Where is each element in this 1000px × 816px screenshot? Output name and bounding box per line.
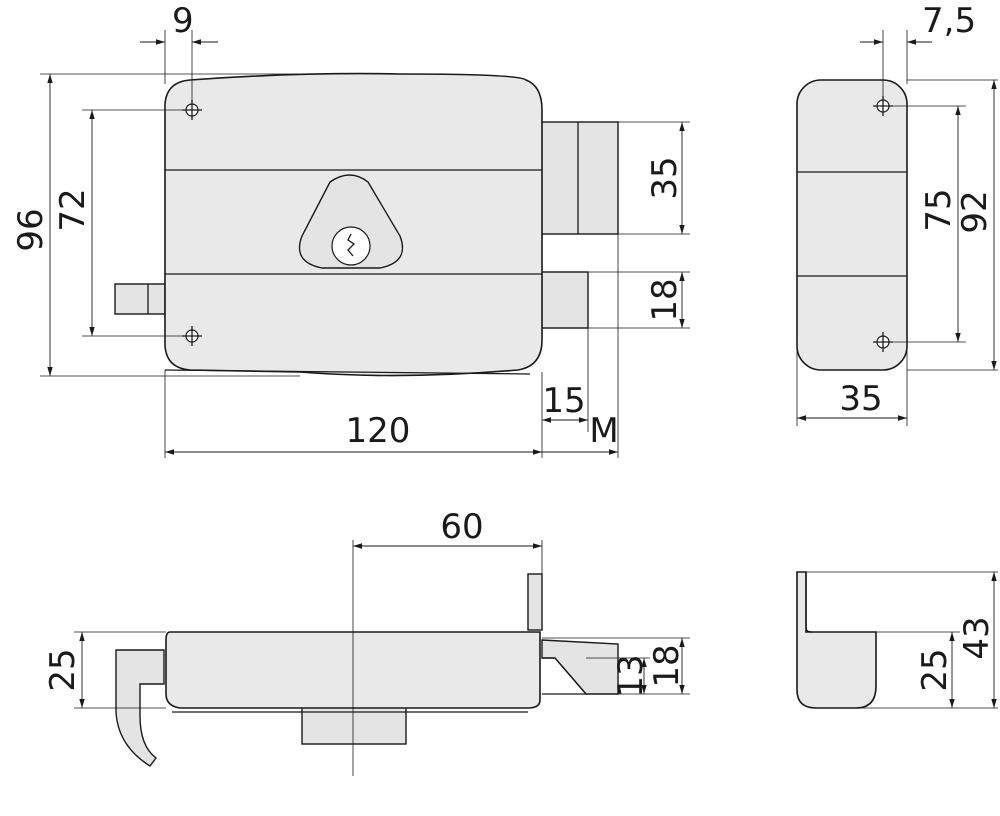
dim-latch-height: 18 xyxy=(645,278,685,321)
dim-bolt-height: 35 xyxy=(645,156,685,199)
side-view: 7,5 75 92 35 xyxy=(796,1,998,426)
dim-bolt-13: 13 xyxy=(611,654,651,697)
dim-latch-m: M xyxy=(589,411,618,451)
dim-side-hole-spacing: 75 xyxy=(919,188,959,231)
dim-end-body-height: 25 xyxy=(915,648,955,691)
lock-body-side xyxy=(796,79,908,371)
dim-side-hole-offset: 7,5 xyxy=(922,1,976,41)
dim-bolt-18: 18 xyxy=(647,644,687,687)
dim-side-total-height: 92 xyxy=(955,190,995,233)
lock-body-end xyxy=(796,571,877,709)
bolt-slide-top xyxy=(541,639,619,695)
dim-end-total-height: 43 xyxy=(957,616,997,659)
dim-total-height: 96 xyxy=(11,208,51,251)
key-escutcheon xyxy=(298,174,404,269)
dim-front-width: 120 xyxy=(346,411,411,451)
top-view: 60 25 13 18 xyxy=(43,507,690,776)
dim-hook-height: 25 xyxy=(43,648,83,691)
handle-stub xyxy=(114,283,166,315)
front-view: 9 96 72 35 18 120 15 M xyxy=(11,1,690,458)
dim-key-offset: 60 xyxy=(440,507,483,547)
latch-block xyxy=(539,271,589,329)
dim-hole-spacing: 72 xyxy=(53,188,93,231)
key-cylinder-icon xyxy=(331,226,371,266)
dim-latch-projection: 15 xyxy=(542,381,585,421)
dim-hole-offset: 9 xyxy=(172,1,194,41)
dim-side-depth: 35 xyxy=(839,379,882,419)
end-view: 25 43 xyxy=(796,571,998,709)
deadbolt-block xyxy=(539,121,619,235)
